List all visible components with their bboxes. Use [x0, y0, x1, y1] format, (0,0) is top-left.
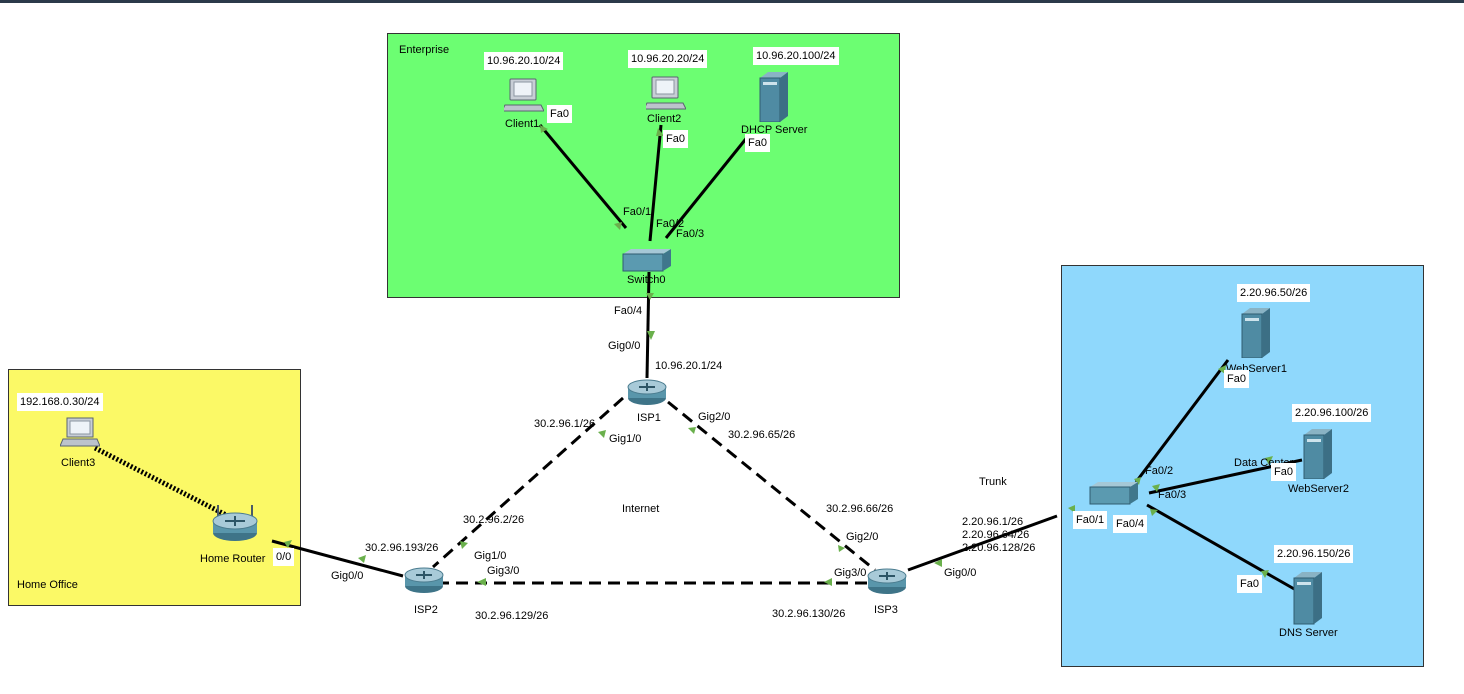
- webserver2-label: WebServer2: [1288, 483, 1349, 495]
- home-router-00-port: 0/0: [273, 548, 295, 566]
- client1-pc-icon[interactable]: [501, 78, 545, 117]
- sw-fa04-port: Fa0/4: [614, 305, 643, 317]
- dns-fa0-port: Fa0: [1237, 575, 1262, 593]
- isp3-gig20-ip: 30.2.96.66/26: [826, 503, 894, 515]
- sw-fa03-port: Fa0/3: [676, 228, 705, 240]
- link-dcswitch-dns[interactable]: [1146, 503, 1297, 592]
- datacenter-switch-icon[interactable]: [1089, 481, 1139, 508]
- link-dhcp-switch[interactable]: [664, 134, 751, 239]
- isp1-label: ISP1: [637, 412, 661, 424]
- client3-ip: 192.168.0.30/24: [17, 393, 103, 411]
- isp3-gig30-port: Gig3/0: [834, 567, 867, 579]
- client3-laptop-icon[interactable]: [59, 417, 101, 452]
- client1-fa0-port: Fa0: [547, 105, 572, 123]
- webserver2-icon[interactable]: [1302, 427, 1334, 482]
- home-router-label: Home Router: [200, 553, 266, 565]
- client2-pc-icon[interactable]: [643, 76, 687, 115]
- link-homerouter-isp2[interactable]: [271, 539, 404, 578]
- switch0-icon[interactable]: [622, 248, 672, 275]
- dcsw-fa04-port: Fa0/4: [1113, 515, 1148, 533]
- isp1-gig20-ip: 30.2.96.65/26: [728, 429, 796, 441]
- link-dcswitch-webserver1[interactable]: [1134, 359, 1230, 483]
- isp1-gig00-ip: 10.96.20.1/24: [655, 360, 723, 372]
- isp3-subnet-2: 2.20.96.64/26: [962, 529, 1030, 541]
- isp2-label: ISP2: [414, 604, 438, 616]
- isp2-gig30-port: Gig3/0: [487, 565, 520, 577]
- isp3-gig30-ip: 30.2.96.130/26: [772, 608, 846, 620]
- isp3-subnet-3: 2.20.96.128/26: [962, 542, 1036, 554]
- client2-ip: 10.96.20.20/24: [628, 50, 708, 68]
- isp2-gig30-ip: 30.2.96.129/26: [475, 610, 549, 622]
- dcsw-fa02-port: Fa0/2: [1145, 465, 1174, 477]
- isp2-gig00-port: Gig0/0: [331, 570, 364, 582]
- isp3-label: ISP3: [874, 604, 898, 616]
- dcsw-fa03-port: Fa0/3: [1158, 489, 1187, 501]
- isp1-router-icon[interactable]: [627, 378, 667, 409]
- dhcp-server-icon[interactable]: [758, 70, 790, 125]
- isp3-gig00-port: Gig0/0: [944, 567, 977, 579]
- switch0-label: Switch0: [627, 274, 666, 286]
- isp1-gig10-port: Gig1/0: [609, 433, 642, 445]
- link-client2-switch[interactable]: [648, 124, 663, 242]
- isp3-gig20-port: Gig2/0: [846, 531, 879, 543]
- link-wireless-client3[interactable]: [93, 445, 234, 521]
- dns-server-label: DNS Server: [1279, 627, 1338, 639]
- isp3-subnet-1: 2.20.96.1/26: [962, 516, 1024, 528]
- home-office-zone-label: Home Office: [17, 579, 78, 591]
- client1-label: Client1: [505, 118, 540, 130]
- dhcp-server-label: DHCP Server: [741, 124, 808, 136]
- trunk-label: Trunk: [979, 476, 1007, 488]
- link-isp3-dcswitch[interactable]: [907, 514, 1058, 572]
- isp2-router-icon[interactable]: [404, 566, 444, 597]
- dcsw-fa01-port: Fa0/1: [1073, 511, 1108, 529]
- isp2-gig00-ip: 30.2.96.193/26: [365, 542, 439, 554]
- sw-fa01-port: Fa0/1: [623, 206, 652, 218]
- isp1-gig00-port: Gig0/0: [608, 340, 641, 352]
- link-switch-isp1[interactable]: [645, 271, 651, 379]
- webserver1-ip: 2.20.96.50/26: [1237, 284, 1311, 302]
- webserver1-icon[interactable]: [1240, 306, 1272, 361]
- client2-fa0-port: Fa0: [663, 130, 688, 148]
- isp3-router-icon[interactable]: [867, 567, 907, 598]
- sw-fa02-port: Fa0/2: [656, 218, 685, 230]
- client3-label: Client3: [61, 457, 96, 469]
- client2-label: Client2: [647, 113, 682, 125]
- isp1-gig10-ip: 30.2.96.1/26: [534, 418, 596, 430]
- dhcp-fa0-port: Fa0: [745, 134, 770, 152]
- link-isp1-isp2[interactable]: [432, 396, 624, 569]
- webserver2-ip: 2.20.96.100/26: [1292, 404, 1372, 422]
- ws2-fa0-port: Fa0: [1271, 463, 1296, 481]
- isp2-gig10-ip: 30.2.96.2/26: [463, 514, 525, 526]
- client1-ip: 10.96.20.10/24: [484, 52, 564, 70]
- link-client1-switch[interactable]: [538, 124, 628, 229]
- port-markers: [284, 125, 1273, 586]
- top-border: [0, 0, 1464, 3]
- internet-label: Internet: [622, 503, 660, 515]
- dhcp-ip: 10.96.20.100/24: [753, 47, 839, 65]
- link-isp1-isp3[interactable]: [667, 400, 876, 572]
- isp1-gig20-port: Gig2/0: [698, 411, 731, 423]
- dns-server-icon[interactable]: [1292, 570, 1324, 629]
- isp2-gig10-port: Gig1/0: [474, 550, 507, 562]
- dns-ip: 2.20.96.150/26: [1274, 545, 1354, 563]
- enterprise-zone-label: Enterprise: [399, 44, 450, 56]
- ws1-fa0-port: Fa0: [1224, 370, 1249, 388]
- home-router-icon[interactable]: [211, 503, 259, 546]
